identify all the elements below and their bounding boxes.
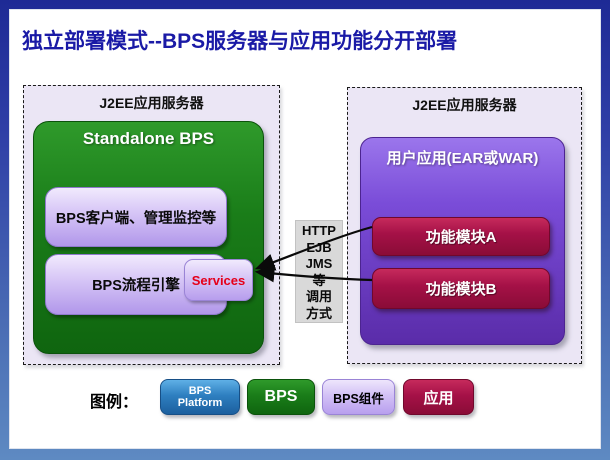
standalone-bps-title: Standalone BPS (82, 129, 215, 148)
legend-bps-platform-line2: Platform (177, 397, 223, 409)
bps-engine-box: BPS流程引擎 (45, 254, 227, 315)
services-badge: Services (184, 259, 253, 301)
page-title: 独立部署模式--BPS服务器与应用功能分开部署 (22, 30, 458, 53)
protocol-line-call: 调用 (305, 289, 332, 304)
protocol-line-http: HTTP (302, 223, 336, 238)
user-app-title: 用户应用(EAR或WAR) (386, 150, 539, 167)
legend-swatch-bps: BPS (247, 379, 315, 415)
protocol-line-etc: 等 (312, 272, 326, 288)
protocol-line-ejb: EJB (306, 239, 332, 255)
protocol-label-box: HTTP EJB JMS 等 调用 方式 (295, 220, 343, 323)
protocol-line-mode: 方式 (305, 305, 332, 321)
right-server-header: J2EE应用服务器 (412, 97, 517, 113)
bps-client-box: BPS客户端、管理监控等 (45, 187, 227, 247)
protocol-line-jms: JMS (305, 256, 333, 271)
legend-label: 图例： (90, 394, 139, 411)
legend-bps-platform-line1: BPS (188, 384, 212, 397)
left-server-header: J2EE应用服务器 (99, 95, 204, 111)
legend-swatch-bps-platform: BPS Platform (160, 379, 240, 415)
slide-canvas: 独立部署模式--BPS服务器与应用功能分开部署 J2EE应用服务器 Standa… (9, 9, 601, 449)
legend-swatch-bps-component: BPS组件 (322, 379, 395, 415)
legend-swatch-application: 应用 (403, 379, 474, 415)
module-a-box: 功能模块A (372, 217, 550, 256)
module-b-box: 功能模块B (372, 268, 550, 309)
